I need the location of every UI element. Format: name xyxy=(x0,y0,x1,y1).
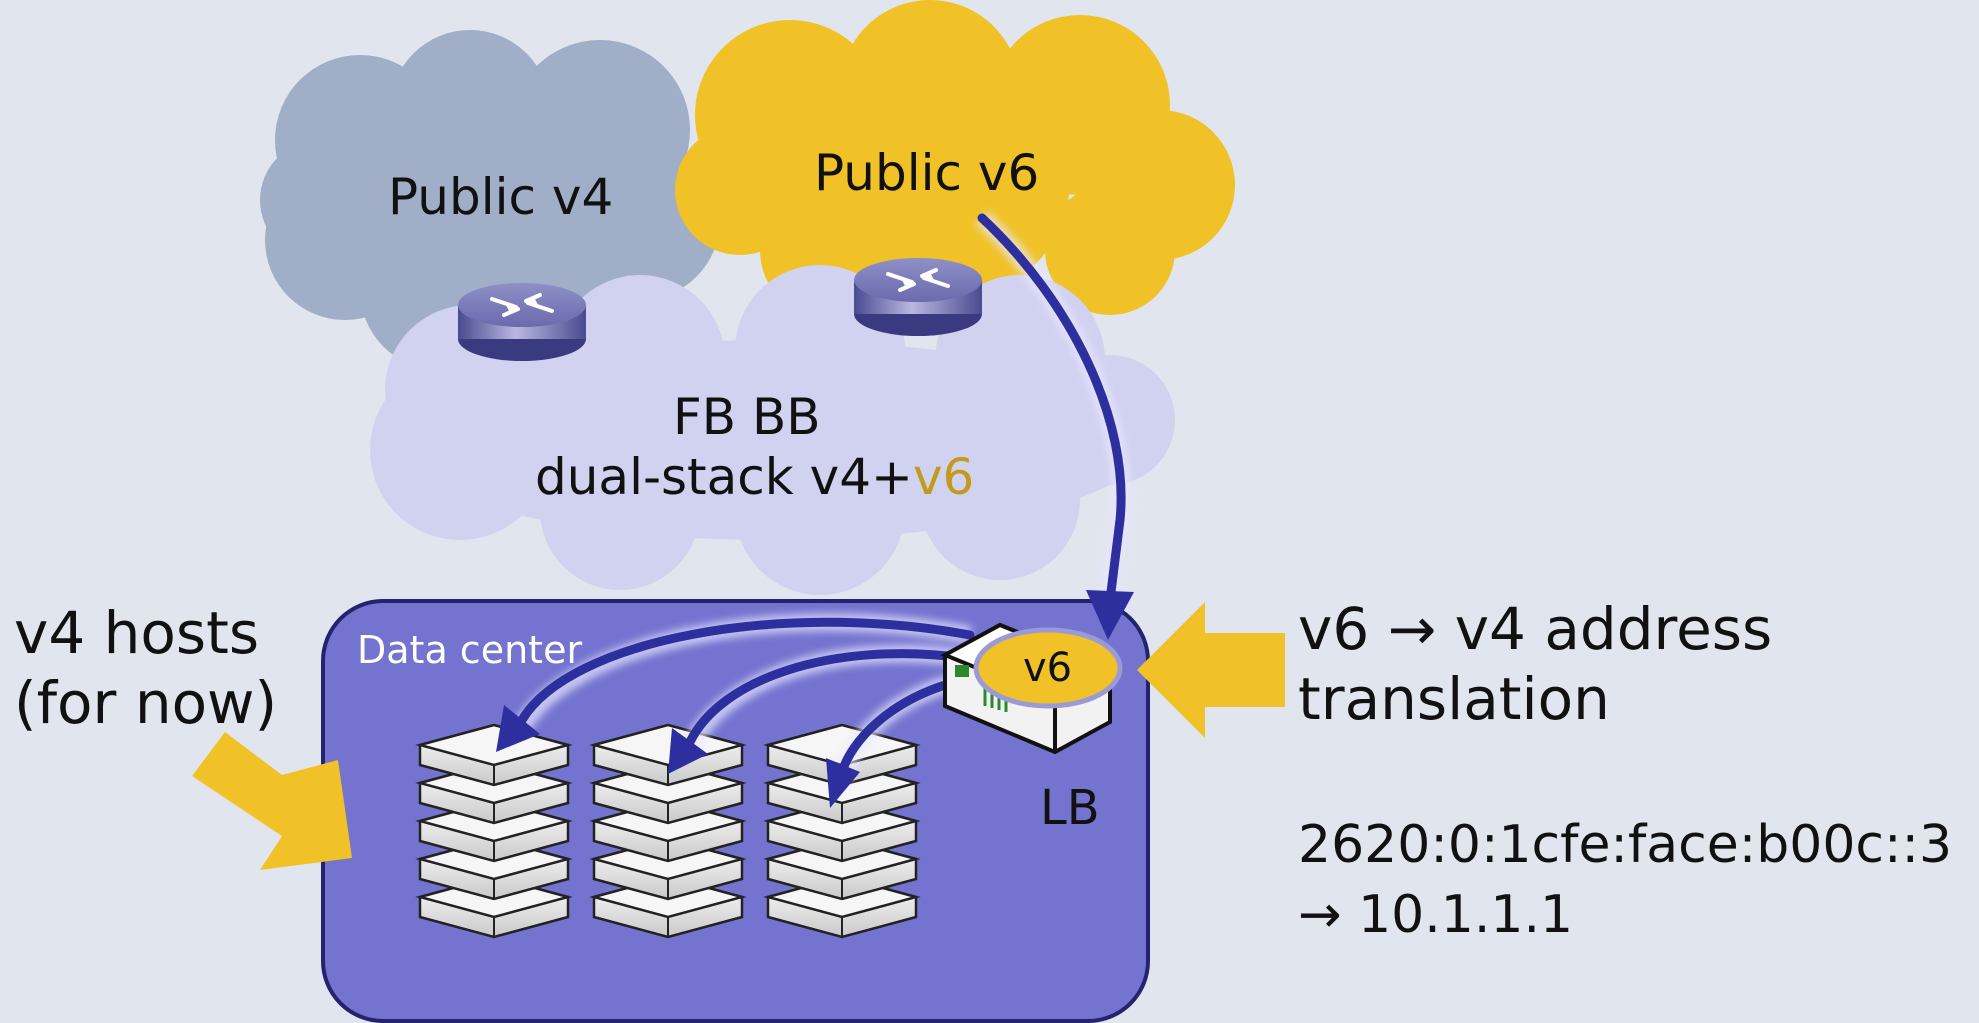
lb-label: LB xyxy=(1040,780,1100,836)
backbone-label-line2: dual-stack v4+v6 xyxy=(535,448,974,506)
arrow-lb-to-server-1 xyxy=(517,617,975,725)
load-balancer-icon xyxy=(940,622,1123,755)
translation-callout-arrow xyxy=(1137,602,1285,738)
arrow-lb-to-server-3 xyxy=(837,677,960,777)
public-v6-label: Public v6 xyxy=(814,144,1040,202)
translation-callout-line1: v6 → v4 address xyxy=(1298,595,1773,663)
hosts-callout-line2: (for now) xyxy=(14,669,278,737)
server-stack-icon xyxy=(420,725,568,937)
example-address-line2: → 10.1.1.1 xyxy=(1298,885,1574,945)
backbone-cloud xyxy=(370,265,1175,595)
backbone-label-v6-accent: v6 xyxy=(912,448,975,506)
server-stack-icon xyxy=(594,725,742,937)
backbone-label-prefix: dual-stack v4+ xyxy=(535,448,913,506)
hosts-callout-arrow xyxy=(192,732,352,870)
arrow-lb-to-server-2 xyxy=(685,649,970,747)
router-icon xyxy=(852,256,984,338)
datacenter-label: Data center xyxy=(357,628,583,672)
router-icon xyxy=(456,281,588,363)
arrow-public-v6-to-lb xyxy=(977,213,1126,605)
flow-arrows xyxy=(517,213,1126,777)
backbone-label-line1: FB BB xyxy=(673,388,821,446)
example-address-line1: 2620:0:1cfe:face:b00c::3 xyxy=(1298,815,1953,875)
translation-callout-line2: translation xyxy=(1298,665,1610,733)
arrow-heads xyxy=(496,590,1134,808)
hosts-callout-line1: v4 hosts xyxy=(14,599,260,667)
public-v4-label: Public v4 xyxy=(388,168,614,226)
lb-badge-label: v6 xyxy=(1023,645,1073,691)
